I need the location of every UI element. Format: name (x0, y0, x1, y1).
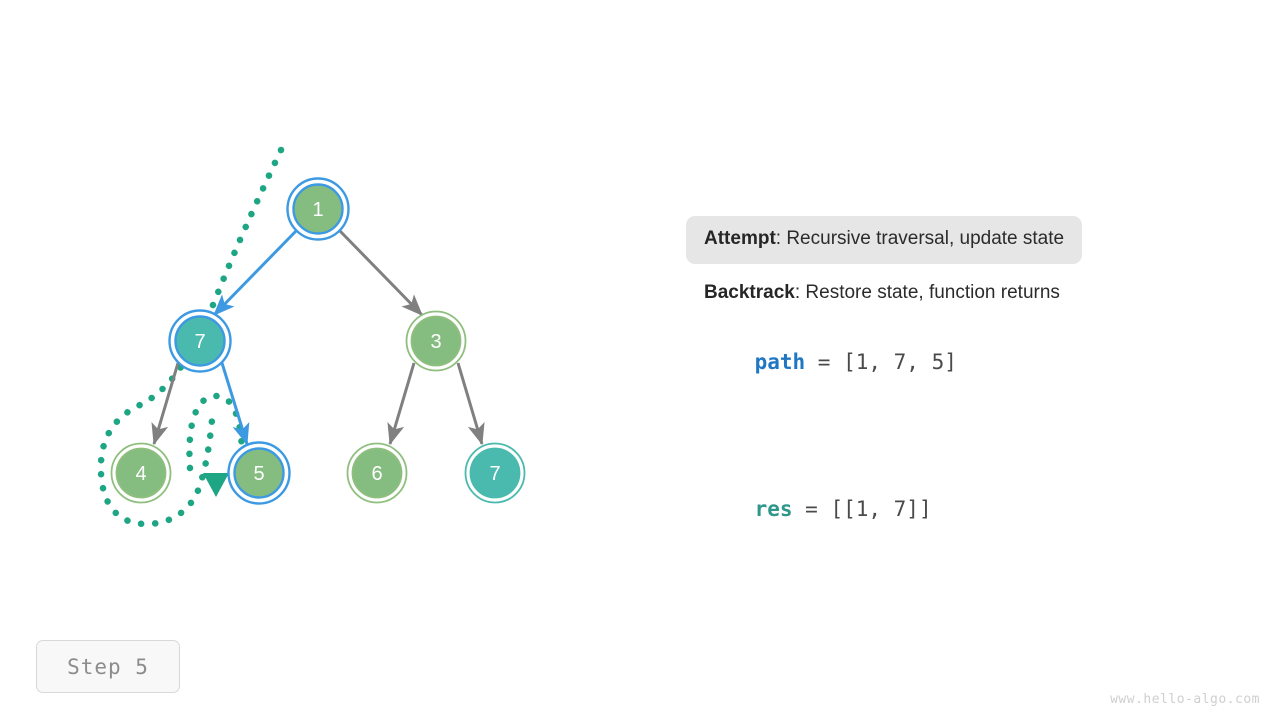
node-7l-label: 7 (194, 331, 205, 353)
node-4-label: 4 (135, 463, 146, 485)
tree-node-7-right[interactable]: 7 (464, 442, 526, 504)
node-6-label: 6 (371, 463, 382, 485)
tree-edges (151, 229, 485, 446)
node-5-body (233, 447, 285, 499)
backtrack-phase-row: Backtrack: Restore state, function retur… (686, 282, 1206, 305)
edge-7l-to-5 (220, 362, 250, 446)
attempt-phase-row: Attempt: Recursive traversal, update sta… (686, 216, 1083, 264)
state-info-panel: Attempt: Recursive traversal, update sta… (686, 216, 1206, 545)
node-1-body (292, 183, 344, 235)
tree-node-7-left[interactable]: 7 (168, 309, 232, 373)
edge-7l-to-4 (151, 362, 180, 446)
backtrack-description: : Restore state, function returns (794, 281, 1060, 303)
edge-3-to-7r (456, 362, 485, 446)
backtrack-path-inner (186, 392, 246, 497)
node-3-body (410, 315, 462, 367)
res-variable-value: = [[1, 7]] (792, 496, 932, 521)
tree-node-5[interactable]: 5 (227, 441, 291, 505)
node-1-label: 1 (312, 199, 323, 221)
edge-3-to-6 (387, 362, 416, 446)
attempt-label: Attempt (704, 228, 776, 249)
binary-tree-diagram: 1 7 3 4 5 6 7 (97, 146, 526, 528)
node-6-body (351, 447, 403, 499)
edge-1-to-7l (212, 229, 298, 317)
tree-node-4[interactable]: 4 (110, 442, 172, 504)
tree-node-1[interactable]: 1 (286, 177, 350, 241)
site-watermark: www.hello-algo.com (1110, 692, 1260, 707)
path-variable-name: path (754, 349, 806, 374)
tree-node-3[interactable]: 3 (405, 310, 467, 372)
node-7l-body (174, 315, 226, 367)
backtrack-arrowhead-icon (203, 473, 229, 497)
node-7r-label: 7 (489, 463, 500, 485)
attempt-description: : Recursive traversal, update state (775, 228, 1065, 249)
edge-1-to-3 (338, 229, 424, 317)
node-4-body (115, 447, 167, 499)
path-variable-value: = [1, 7, 5] (805, 349, 957, 374)
res-state-row: res = [[1, 7]] (686, 473, 1206, 545)
node-7r-body (469, 447, 521, 499)
backtrack-label: Backtrack (704, 281, 795, 303)
backtrack-path-outer (97, 146, 285, 528)
tree-node-6[interactable]: 6 (346, 442, 408, 504)
step-badge: Step 5 (36, 640, 180, 693)
node-3-label: 3 (430, 331, 441, 353)
res-variable-name: res (754, 496, 793, 521)
path-state-row: path = [1, 7, 5] (686, 326, 1206, 398)
node-5-label: 5 (253, 463, 264, 485)
